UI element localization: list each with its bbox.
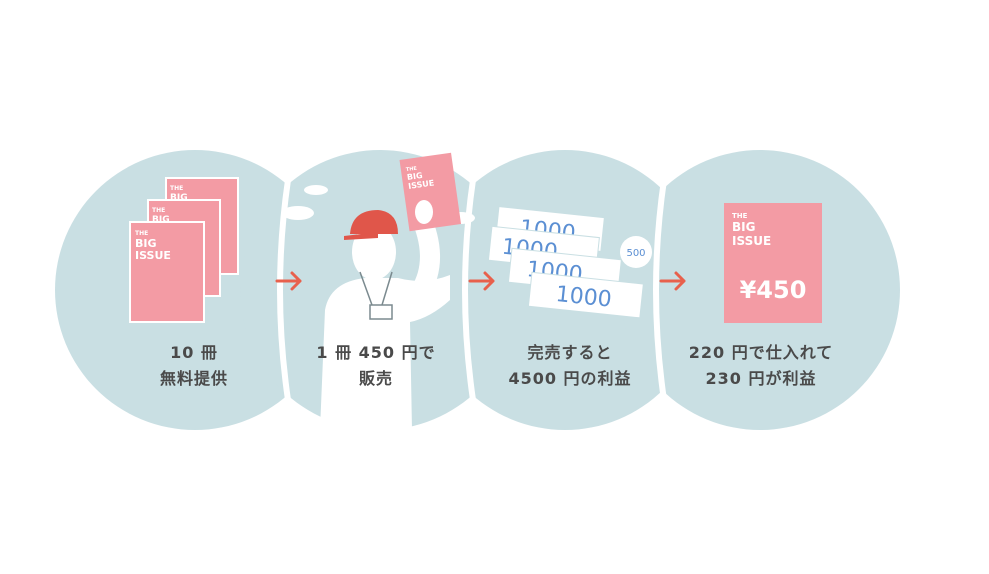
logo-the: THE — [406, 166, 418, 174]
step-3-line2: 4500 円の利益 — [508, 369, 632, 388]
separator — [653, 179, 667, 401]
step-2-caption: 1 冊 450 円で 販売 — [286, 340, 466, 392]
step-1-line2: 無料提供 — [159, 369, 228, 388]
logo-big: BIG — [152, 215, 170, 225]
step-3-line1: 完売すると — [527, 343, 613, 362]
separator — [462, 179, 476, 401]
cap-icon — [350, 210, 398, 234]
arrow-right-icon — [659, 271, 686, 291]
money-illustration: 1000 1000 1000 1000 500 — [487, 205, 652, 319]
cloud-icon — [304, 185, 328, 195]
logo-big: BIG — [135, 237, 157, 250]
vendor-illustration: THE BIG ISSUE — [282, 152, 475, 430]
step-1-line1: 10 冊 — [170, 343, 218, 362]
step-4-caption: 220 円で仕入れて 230 円が利益 — [656, 340, 866, 392]
logo-issue: ISSUE — [732, 234, 771, 248]
step-4-line1: 220 円で仕入れて — [688, 343, 834, 362]
coin-value: 500 — [626, 248, 645, 259]
logo-issue: ISSUE — [408, 178, 435, 191]
logo-big: BIG — [732, 220, 755, 234]
priced-magazine-icon: THE BIG ISSUE ¥450 — [724, 203, 822, 323]
logo-issue: ISSUE — [135, 249, 171, 262]
arrow-right-icon — [468, 271, 495, 291]
bill-value: 1000 — [554, 282, 612, 313]
step-2-line2: 販売 — [358, 369, 393, 388]
cloud-icon — [282, 206, 314, 220]
logo-the: THE — [152, 207, 165, 214]
price-tag: ¥450 — [740, 276, 807, 304]
badge-icon — [369, 304, 393, 320]
step-4-line2: 230 円が利益 — [705, 369, 817, 388]
coin-icon — [620, 236, 652, 268]
step-3-caption: 完売すると 4500 円の利益 — [470, 340, 670, 392]
logo-big: BIG — [170, 193, 188, 203]
step-1-caption: 10 冊 無料提供 — [104, 340, 284, 392]
step-2-line1: 1 冊 450 円で — [316, 343, 436, 362]
logo-the: THE — [135, 230, 148, 237]
magazine-stack-icon: THE BIG THE BIG THE BIG ISSUE — [129, 177, 239, 323]
arrow-right-icon — [275, 271, 302, 291]
logo-the: THE — [732, 212, 748, 220]
logo-big: BIG — [406, 171, 423, 182]
separator — [277, 179, 291, 401]
logo-the: THE — [170, 185, 183, 192]
